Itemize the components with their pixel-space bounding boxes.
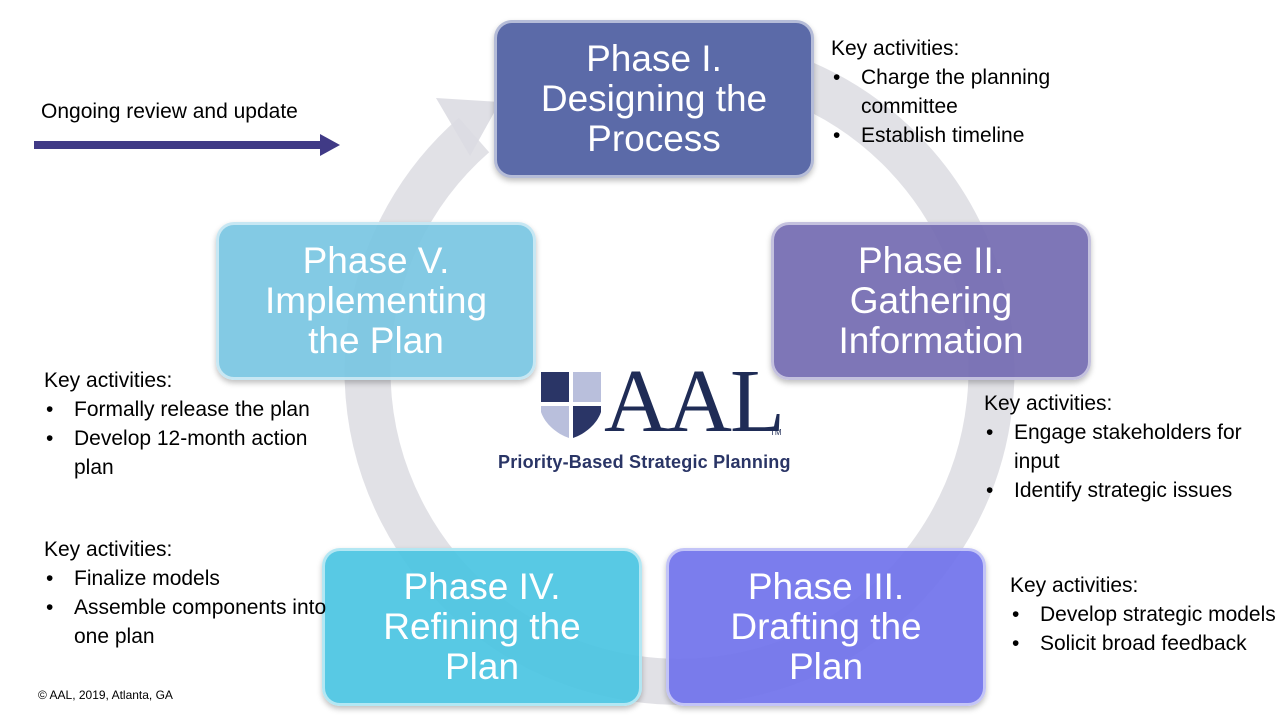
activity-item: Finalize models bbox=[44, 564, 334, 593]
phase-5-label: Phase V. Implementing the Plan bbox=[264, 240, 488, 361]
activity-item: Develop 12-month action plan bbox=[44, 424, 314, 482]
activity-item: Engage stakeholders for input bbox=[984, 418, 1274, 476]
copyright-footer: © AAL, 2019, Atlanta, GA bbox=[38, 688, 173, 702]
activity-item: Assemble components into one plan bbox=[44, 593, 334, 651]
aal-shield-logo-icon bbox=[541, 372, 601, 438]
ongoing-review-label: Ongoing review and update bbox=[41, 100, 298, 123]
activity-item: Charge the planning committee bbox=[831, 63, 1111, 121]
activities-heading: Key activities: bbox=[44, 538, 173, 561]
phase-2-activities: Key activities: Engage stakeholders for … bbox=[984, 389, 1274, 505]
activity-item: Formally release the plan bbox=[44, 395, 314, 424]
phase-1-box: Phase I. Designing the Process bbox=[494, 20, 814, 178]
activity-item: Solicit broad feedback bbox=[1010, 629, 1280, 658]
phase-3-activities: Key activities: Develop strategic models… bbox=[1010, 571, 1280, 658]
phase-5-activities: Key activities: Formally release the pla… bbox=[44, 366, 314, 482]
phase-2-box: Phase II. Gathering Information bbox=[771, 222, 1091, 380]
phase-1-label: Phase I. Designing the Process bbox=[540, 38, 768, 159]
activities-heading: Key activities: bbox=[984, 392, 1113, 415]
activities-heading: Key activities: bbox=[44, 369, 173, 392]
right-arrow-icon bbox=[34, 134, 340, 156]
phase-5-box: Phase V. Implementing the Plan bbox=[216, 222, 536, 380]
phase-4-activities: Key activities: Finalize models Assemble… bbox=[44, 535, 334, 651]
phase-3-box: Phase III. Drafting the Plan bbox=[666, 548, 986, 706]
activities-heading: Key activities: bbox=[831, 37, 960, 60]
logo-tagline: Priority-Based Strategic Planning bbox=[498, 452, 791, 472]
activity-item: Establish timeline bbox=[831, 121, 1111, 150]
activity-item: Develop strategic models bbox=[1010, 600, 1280, 629]
phase-2-label: Phase II. Gathering Information bbox=[838, 240, 1024, 361]
activity-item: Identify strategic issues bbox=[984, 476, 1274, 505]
phase-4-label: Phase IV. Refining the Plan bbox=[383, 566, 581, 687]
activities-heading: Key activities: bbox=[1010, 574, 1139, 597]
logo-wordmark: AAL bbox=[604, 352, 785, 451]
phase-4-box: Phase IV. Refining the Plan bbox=[322, 548, 642, 706]
phase-3-label: Phase III. Drafting the Plan bbox=[730, 566, 922, 687]
phase-1-activities: Key activities: Charge the planning comm… bbox=[831, 34, 1111, 150]
trademark-mark: TM bbox=[770, 428, 782, 437]
